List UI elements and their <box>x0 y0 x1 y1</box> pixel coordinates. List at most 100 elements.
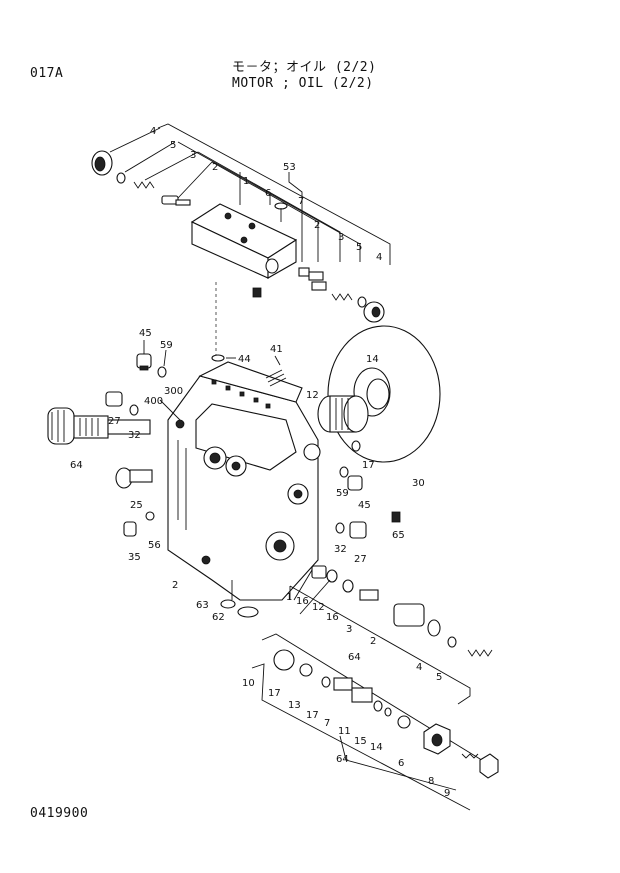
callout: 9 <box>444 788 450 799</box>
screw-6 <box>274 202 288 222</box>
callout: 5 <box>170 140 176 151</box>
o-ring-17 <box>351 440 361 452</box>
bolt-25 <box>115 467 153 489</box>
callout: 12 <box>306 390 319 401</box>
callout: 15 <box>354 736 367 747</box>
callout: 32 <box>334 544 347 555</box>
callout: 17 <box>268 688 281 699</box>
callout: 27 <box>108 416 121 427</box>
set-screw <box>252 287 262 298</box>
o-ring-59-right <box>339 466 349 478</box>
callout: 7 <box>324 718 330 729</box>
plug-7 <box>298 267 324 281</box>
plug-35 <box>123 521 137 537</box>
plug-27-right <box>349 521 367 539</box>
callout: 35 <box>128 552 141 563</box>
document-number: 0419900 <box>30 806 89 821</box>
callout: 300 <box>164 386 183 397</box>
plug-45-left <box>136 353 152 371</box>
callout: 13 <box>288 700 301 711</box>
callout: 17 <box>306 710 319 721</box>
callout: 16 <box>296 596 309 607</box>
spring-right <box>331 293 353 301</box>
o-ring-63 <box>220 599 236 609</box>
callout: 45 <box>139 328 152 339</box>
callout: 14 <box>366 354 379 365</box>
o-ring-left <box>116 172 126 184</box>
callout: 10 <box>242 678 255 689</box>
callout: 6 <box>265 188 271 199</box>
callout: 4 <box>416 662 422 673</box>
callout: 41 <box>270 344 283 355</box>
callout: 59 <box>336 488 349 499</box>
motor-body <box>167 282 321 601</box>
lower-valve-chain <box>251 633 499 811</box>
callout: 1 <box>286 592 292 603</box>
plug-left <box>91 150 113 176</box>
callout: 5 <box>436 672 442 683</box>
callout: 2 <box>314 220 320 231</box>
callout: 400 <box>144 396 163 407</box>
callout: 65 <box>392 530 405 541</box>
callout: 25 <box>130 500 143 511</box>
callout: 45 <box>358 500 371 511</box>
o-ring-59-left <box>157 366 167 378</box>
o-ring-44 <box>211 354 225 362</box>
callout: 2 <box>212 162 218 173</box>
callout: 7 <box>298 196 304 207</box>
callout: 1 <box>243 176 249 187</box>
callout: 62 <box>212 612 225 623</box>
plug-41 <box>265 369 287 387</box>
o-ring-56 <box>145 511 155 521</box>
callout: 2 <box>172 580 178 591</box>
title-japanese: モ－タ；オイル (2/2) <box>232 60 377 75</box>
callout: 4 <box>376 252 382 263</box>
callout-labels: 4 5 3 2 1 6 53 7 2 3 5 4 45 59 44 41 300… <box>70 126 450 799</box>
callout: 3 <box>190 150 196 161</box>
callout: 63 <box>196 600 209 611</box>
valve-block <box>190 203 298 279</box>
hex-nut-9 <box>479 753 499 779</box>
o-ring-62 <box>237 606 259 618</box>
callout: 59 <box>160 340 173 351</box>
plug-45-right <box>347 475 363 491</box>
callout: 64 <box>336 754 349 765</box>
poppet-right <box>311 281 327 291</box>
middle-spool-chain <box>289 565 493 705</box>
callout: 30 <box>412 478 425 489</box>
callout: 17 <box>362 460 375 471</box>
callout: 5 <box>356 242 362 253</box>
callout: 53 <box>283 162 296 173</box>
poppet-left <box>161 195 191 206</box>
callout: 32 <box>128 430 141 441</box>
callout: 11 <box>338 726 351 737</box>
top-valve-assembly <box>91 123 391 323</box>
callout: 6 <box>398 758 404 769</box>
callout: 3 <box>346 624 352 635</box>
callout: 8 <box>428 776 434 787</box>
o-ring-right <box>357 296 367 308</box>
plug-27-left <box>105 391 123 407</box>
spring-left <box>133 181 155 189</box>
plug-right <box>363 301 385 323</box>
bearing-12 <box>317 395 369 433</box>
title-english: MOTOR ; OIL (2/2) <box>232 76 374 91</box>
callout: 44 <box>238 354 251 365</box>
callout: 3 <box>338 232 344 243</box>
callout: 16 <box>326 612 339 623</box>
page-code: 017A <box>30 66 64 81</box>
o-ring-32-right <box>335 522 345 534</box>
bolt-400 <box>159 399 185 429</box>
callout: 64 <box>70 460 83 471</box>
plug-65 <box>391 511 401 523</box>
o-ring-32-left <box>129 404 139 416</box>
hex-plug-6 <box>423 723 451 755</box>
callout: 12 <box>312 602 325 613</box>
callout: 4 <box>150 126 156 137</box>
callout: 14 <box>370 742 383 753</box>
callout: 64 <box>348 652 361 663</box>
callout: 2 <box>370 636 376 647</box>
cartridge-64 <box>47 407 151 445</box>
callout: 56 <box>148 540 161 551</box>
